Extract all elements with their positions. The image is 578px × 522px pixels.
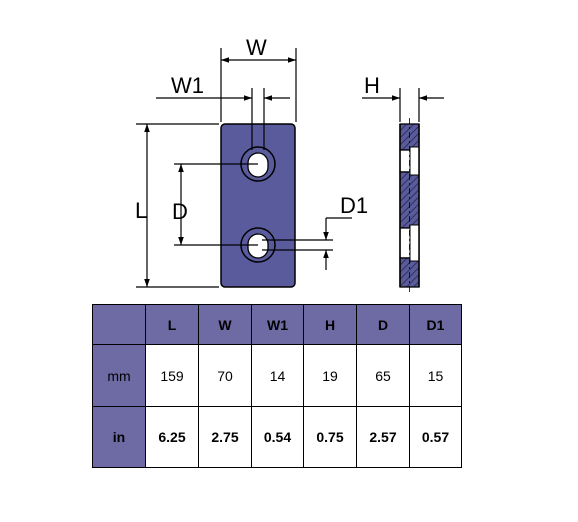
table-cell: 6.25	[145, 406, 199, 468]
table-cell: 0.75	[303, 406, 357, 468]
table-cell: 2.57	[356, 406, 410, 468]
table-row: mm 159 70 14 19 65 15	[92, 344, 462, 407]
table-row-label: in	[92, 406, 146, 468]
dimension-l: L	[135, 123, 219, 288]
table-cell: 19	[303, 344, 357, 407]
table-header-cell: L	[145, 304, 199, 345]
dimension-d-label: D	[172, 199, 188, 224]
table-header-cell	[92, 304, 146, 345]
dimension-w1-label: W1	[171, 73, 204, 98]
dimension-w1: W1	[156, 73, 290, 150]
dimension-d1: D1	[262, 193, 368, 270]
plate-body	[220, 123, 296, 288]
table-cell: 70	[198, 344, 252, 407]
table-header-cell: D1	[409, 304, 462, 345]
plate-front-view	[220, 123, 296, 288]
table-row: in 6.25 2.75 0.54 0.75 2.57 0.57	[92, 406, 462, 468]
table-cell: 0.54	[251, 406, 304, 468]
table-header-cell: W1	[251, 304, 304, 345]
dimension-w-label: W	[246, 35, 267, 60]
table-row-label: mm	[92, 344, 146, 407]
table-cell: 65	[356, 344, 410, 407]
table-cell: 0.57	[409, 406, 462, 468]
table-header-cell: H	[303, 304, 357, 345]
dimension-d1-label: D1	[340, 193, 368, 218]
dimension-w: W	[220, 35, 297, 122]
table-cell: 14	[251, 344, 304, 407]
dimension-h-label: H	[364, 73, 380, 98]
table-header-cell: D	[356, 304, 410, 345]
table-cell: 15	[409, 344, 462, 407]
table-cell: 159	[145, 344, 199, 407]
dimension-l-label: L	[135, 198, 147, 223]
table-cell: 2.75	[198, 406, 252, 468]
plate-side-view	[399, 118, 420, 293]
table-header-row: L W W1 H D D1	[92, 304, 462, 345]
table-header-cell: W	[198, 304, 252, 345]
dimension-h: H	[362, 73, 444, 122]
technical-drawing: W W1 L D D1	[135, 35, 444, 293]
dimension-d: D	[172, 163, 258, 246]
dimensions-table: L W W1 H D D1 mm 159 70 14 19 65 15 in 6…	[92, 304, 462, 468]
